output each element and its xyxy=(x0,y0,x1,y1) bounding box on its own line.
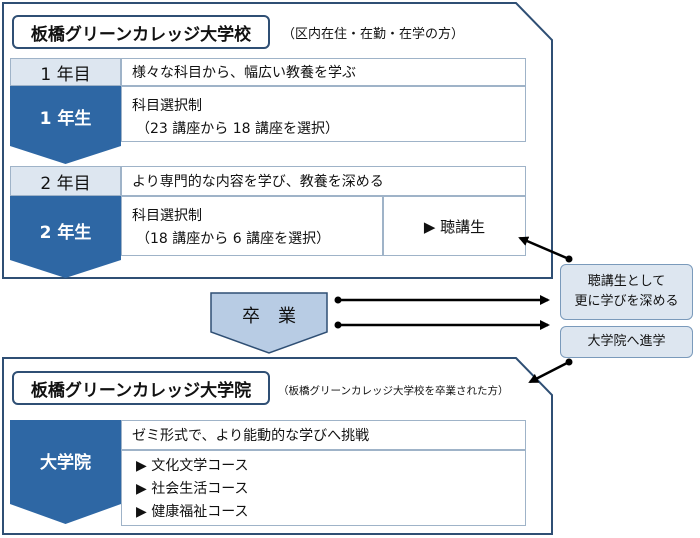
grad-badge: 大学院 xyxy=(40,452,91,473)
arrow-pill-to-audit-box xyxy=(518,236,570,261)
year2-chevron xyxy=(10,196,121,278)
grad-title: 板橋グリーンカレッジ大学院 xyxy=(12,371,270,405)
audit-continue-line2: 更に学びを深める xyxy=(574,294,679,309)
year1-detail: 科目選択制 （23 講座から 18 講座を選択） xyxy=(121,86,526,142)
audit-continue-line1: 聴講生として xyxy=(587,274,666,289)
year1-label: 1 年目 xyxy=(10,58,121,86)
grad-course-list: ▶ 文化文学コース ▶ 社会生活コース ▶ 健康福祉コース xyxy=(121,450,526,526)
grad-chevron xyxy=(10,420,121,524)
course-health-welfare: ▶ 健康福祉コース xyxy=(136,504,249,520)
graduation-shape xyxy=(210,292,328,354)
arrow-pill-to-grad-panel xyxy=(528,360,570,384)
grad-description: ゼミ形式で、より能動的な学びへ挑戦 xyxy=(121,420,526,450)
graduation-label: 卒 業 xyxy=(242,306,296,327)
year1-detail-line1: 科目選択制 xyxy=(132,98,202,114)
grad-eligibility-note: （板橋グリーンカレッジ大学校を卒業された方） xyxy=(278,385,509,397)
year1-detail-line2: （23 講座から 18 講座を選択） xyxy=(136,121,339,137)
course-culture-literature: ▶ 文化文学コース xyxy=(136,458,249,474)
year1-chevron xyxy=(10,86,121,164)
grad-school-pill: 大学院へ進学 xyxy=(560,326,693,358)
year2-detail-line2: （18 講座から 6 講座を選択） xyxy=(136,231,331,247)
year1-description: 様々な科目から、幅広い教養を学ぶ xyxy=(121,58,526,86)
audit-student-box: ▶ 聴講生 xyxy=(383,196,526,256)
audit-continue-pill: 聴講生として 更に学びを深める xyxy=(560,264,693,320)
year2-description: より専門的な内容を学び、教養を深める xyxy=(121,166,526,196)
year2-detail: 科目選択制 （18 講座から 6 講座を選択） xyxy=(121,196,383,256)
school-title: 板橋グリーンカレッジ大学校 xyxy=(12,15,270,49)
course-social-life: ▶ 社会生活コース xyxy=(136,481,249,497)
year1-badge: 1 年生 xyxy=(39,108,92,129)
year2-detail-line1: 科目選択制 xyxy=(132,208,202,224)
year2-badge: 2 年生 xyxy=(39,222,92,243)
school-eligibility-note: （区内在住・在勤・在学の方） xyxy=(282,27,465,42)
year2-label: 2 年目 xyxy=(10,166,121,196)
